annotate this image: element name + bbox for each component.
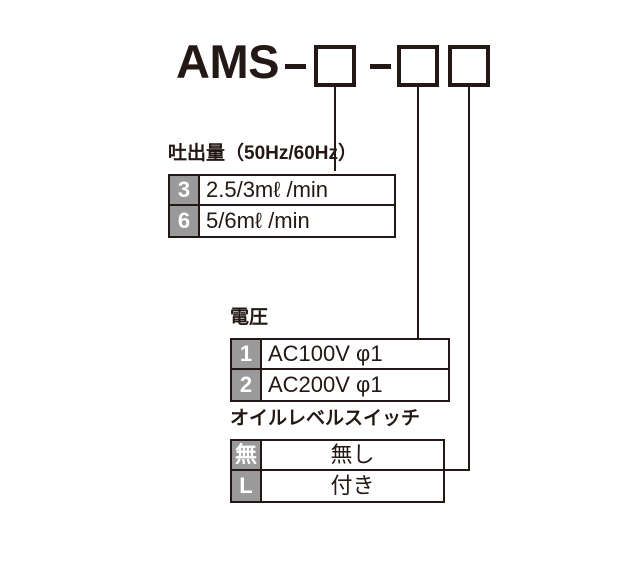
oil-level-switch-table: 無 無し L 付き xyxy=(230,439,445,503)
row-description-cell: 5/6mℓ /min xyxy=(206,208,310,233)
row-code-cell: 1 xyxy=(232,340,262,368)
voltage-table: 1 AC100V φ1 2 AC200V φ1 xyxy=(230,338,450,402)
model-separator-dash-1 xyxy=(285,64,306,69)
row-description-cell: AC200V φ1 xyxy=(268,372,383,397)
voltage-table-title: 電圧 xyxy=(230,307,269,328)
voltage-code-box[interactable] xyxy=(397,45,439,87)
leader-line-oil-level-switch xyxy=(468,87,470,471)
row-code-cell: 3 xyxy=(170,176,200,204)
table-row[interactable]: 6 5/6mℓ /min xyxy=(170,206,394,236)
row-code-cell: 2 xyxy=(232,370,262,400)
leader-line-oil-level-switch-elbow xyxy=(444,469,470,471)
leader-line-discharge xyxy=(334,87,336,171)
model-prefix-text: AMS xyxy=(176,35,279,88)
row-description-cell: 付き xyxy=(330,473,375,498)
row-description-cell: 無し xyxy=(330,442,375,467)
table-row[interactable]: 無 無し xyxy=(232,441,443,471)
row-code-cell: 6 xyxy=(170,206,200,236)
discharge-table-title: 吐出量（50Hz/60Hz） xyxy=(168,143,357,164)
discharge-code-box[interactable] xyxy=(314,45,356,87)
model-separator-dash-2 xyxy=(370,64,391,69)
table-row[interactable]: 2 AC200V φ1 xyxy=(232,370,448,400)
table-row[interactable]: L 付き xyxy=(232,471,443,501)
row-description-cell: 2.5/3mℓ /min xyxy=(206,177,329,202)
leader-line-voltage xyxy=(417,87,419,339)
oil-level-switch-table-title: オイルレベルスイッチ xyxy=(230,408,421,429)
row-code-cell: 無 xyxy=(232,441,262,469)
table-row[interactable]: 3 2.5/3mℓ /min xyxy=(170,176,394,206)
row-description-cell: AC100V φ1 xyxy=(268,341,383,366)
table-row[interactable]: 1 AC100V φ1 xyxy=(232,340,448,370)
discharge-table: 3 2.5/3mℓ /min 6 5/6mℓ /min xyxy=(168,174,396,238)
oil-level-switch-code-box[interactable] xyxy=(448,45,490,87)
row-code-cell: L xyxy=(232,471,262,501)
